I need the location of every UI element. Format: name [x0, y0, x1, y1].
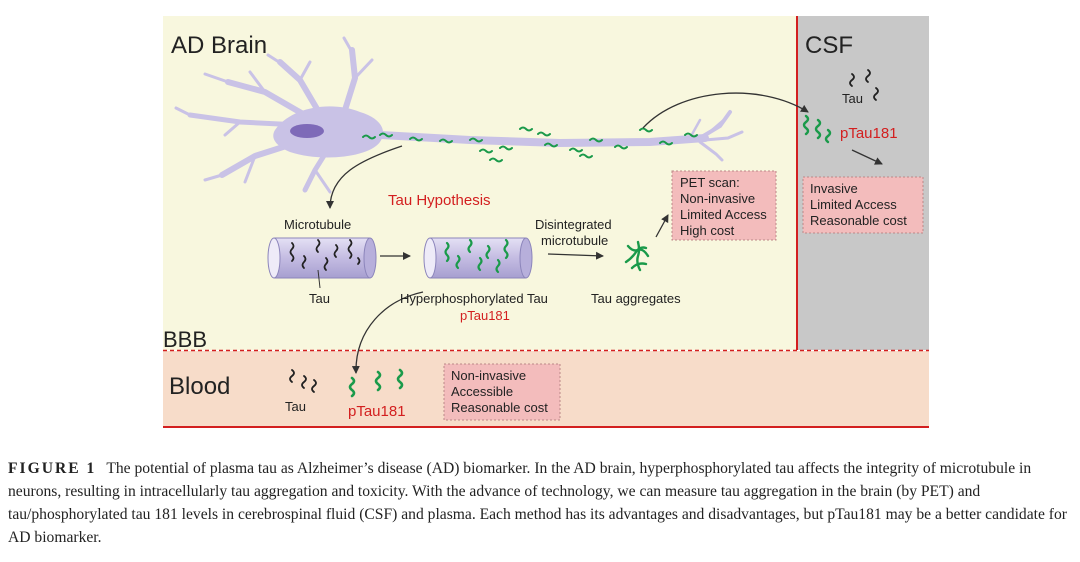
blood-box-line: Accessible: [451, 384, 513, 399]
hyper-ptau-label: pTau181: [460, 308, 510, 323]
csf-box-line: Limited Access: [810, 197, 897, 212]
pet-box-line: Limited Access: [680, 207, 767, 222]
tau-aggregates-icon: [624, 240, 650, 272]
microtubule-tau-pointer: [317, 269, 321, 289]
csf-tau-label: Tau: [842, 91, 863, 106]
arrow-neuron-to-microtubule: [326, 145, 403, 209]
neuron: [174, 36, 744, 194]
arrow-neuron-to-csf: [642, 92, 809, 129]
csf-box-line: Reasonable cost: [810, 213, 907, 228]
hyperphosphorylated-cylinder: [423, 237, 533, 279]
blood-ptau-label: pTau181: [348, 403, 406, 420]
csf-tau-icon: [849, 69, 879, 101]
blood-box-line: Reasonable cost: [451, 400, 548, 415]
blood-ptau-icon: [348, 368, 404, 398]
blood-tau-icon: [289, 369, 317, 393]
pet-info-box: [671, 170, 777, 241]
bbb-label: BBB: [163, 327, 207, 352]
microtubule-cylinder: [267, 237, 377, 279]
axon-ptau-cluster: [362, 126, 698, 163]
neuron-soma: [273, 106, 384, 158]
blood-info-box: [443, 363, 561, 421]
blood-tau-label: Tau: [285, 399, 306, 414]
tau-hypothesis-label: Tau Hypothesis: [388, 192, 491, 209]
arrow-aggregates-to-pet: [655, 214, 669, 238]
microtubule-tau-label: Tau: [309, 291, 330, 306]
csf-box-line: Invasive: [810, 181, 858, 196]
arrow-hyper-to-blood: [351, 291, 424, 374]
tau-aggregates-label: Tau aggregates: [591, 291, 681, 306]
disintegrated-label-line1: Disintegrated: [535, 217, 612, 232]
brain-label: AD Brain: [171, 32, 267, 59]
csf-ptau-label: pTau181: [840, 125, 898, 142]
hyper-tau-label: Hyperphosphorylated Tau: [400, 291, 548, 306]
pet-box-line: PET scan:: [680, 175, 740, 190]
figure-label: FIGURE 1: [8, 460, 97, 477]
arrow-to-aggregates: [547, 251, 604, 260]
blood-label: Blood: [169, 373, 230, 400]
blood-box-line: Non-invasive: [451, 368, 526, 383]
arrow-csf-down: [851, 149, 883, 165]
microtubule-label: Microtubule: [284, 217, 351, 232]
disintegrated-label-line2: microtubule: [541, 233, 608, 248]
csf-info-box: [802, 176, 924, 234]
pet-box-line: Non-invasive: [680, 191, 755, 206]
csf-label: CSF: [805, 32, 853, 59]
figure-diagram: AD Brain CSF BBB Blood: [163, 16, 929, 428]
csf-ptau-icon: [802, 114, 832, 144]
neuron-nucleus: [290, 124, 324, 138]
pet-box-line: High cost: [680, 223, 735, 238]
caption-text: The potential of plasma tau as Alzheimer…: [8, 460, 1067, 546]
